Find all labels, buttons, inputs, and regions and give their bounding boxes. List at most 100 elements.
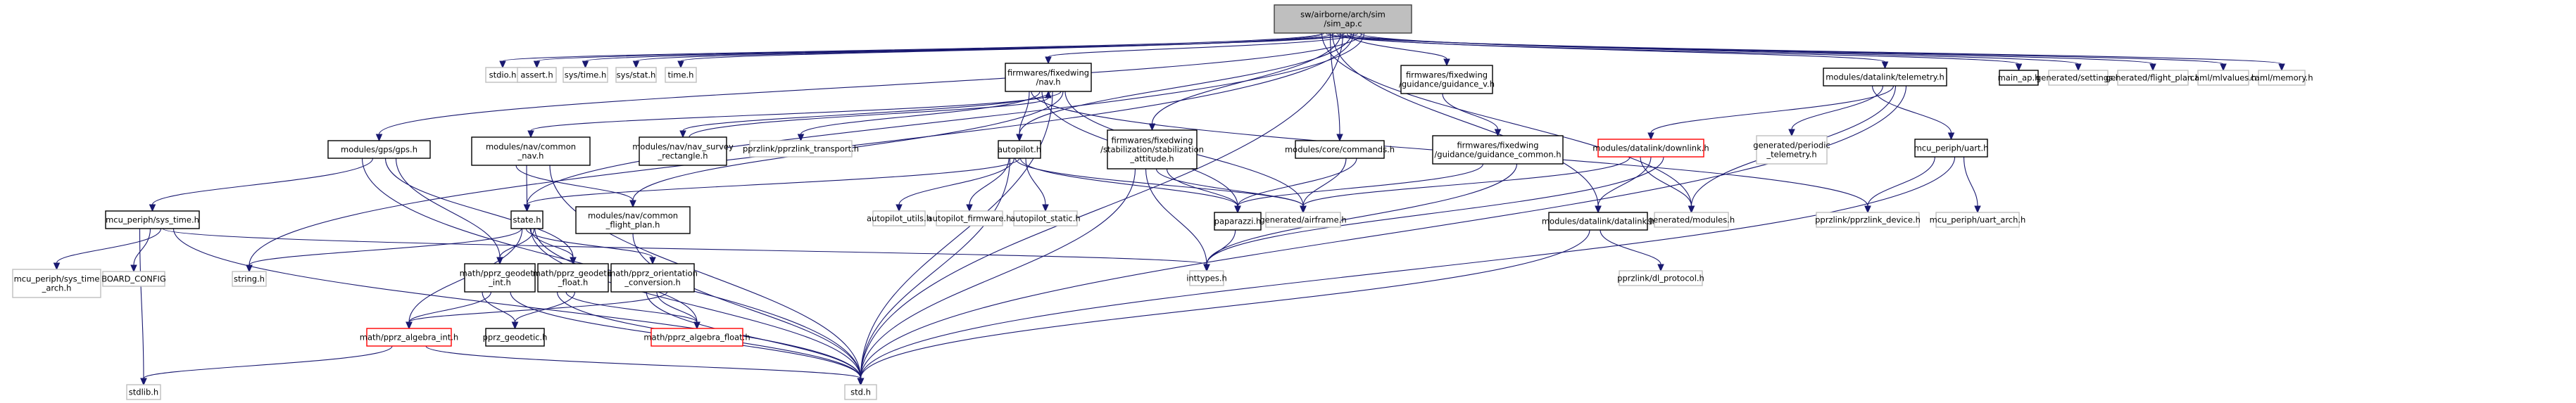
- node-algebra-float[interactable]: math/pprz_algebra_float.h: [643, 328, 750, 347]
- node-downlink[interactable]: modules/datalink/downlink.h: [1592, 139, 1709, 158]
- arrowhead-icon: [533, 60, 541, 69]
- node-label: math/pprz_algebra_int.h: [360, 333, 458, 343]
- edge-line: [1155, 168, 1304, 207]
- node-sys-time[interactable]: mcu_periph/sys_time.h: [105, 210, 200, 229]
- node-autopilot[interactable]: autopilot.h: [998, 140, 1041, 159]
- node-label: math/pprz_geodetic: [533, 269, 614, 279]
- arrowhead-icon: [966, 204, 973, 212]
- node-nav[interactable]: firmwares/fixedwing/nav.h: [1005, 63, 1092, 92]
- node-guidance-common[interactable]: firmwares/fixedwing/guidance/guidance_co…: [1432, 135, 1564, 165]
- node-geodetic-float[interactable]: math/pprz_geodetic_float.h: [533, 263, 614, 293]
- node-label: stdio.h: [489, 70, 517, 80]
- edge-line: [1338, 32, 2224, 65]
- edge-line: [549, 165, 862, 379]
- node-modules: generated/modules.h: [1648, 212, 1735, 228]
- edge-line: [1442, 93, 1499, 130]
- node-label: modules/nav/nav_survey: [632, 142, 734, 152]
- edge-line: [139, 228, 144, 379]
- edge-sim_ap-to-commands: [1329, 32, 1343, 142]
- node-label: time.h: [668, 70, 694, 80]
- node-box: [105, 210, 200, 229]
- node-stab-att[interactable]: firmwares/fixedwing/stabilization/stabil…: [1100, 129, 1204, 169]
- edge-line: [860, 32, 1344, 379]
- node-gps[interactable]: modules/gps/gps.h: [327, 140, 431, 159]
- node-label: _float.h: [558, 278, 589, 288]
- node-box: [1295, 140, 1385, 159]
- edge-line: [646, 291, 862, 379]
- node-flight-plan-common[interactable]: modules/nav/common_flight_plan.h: [575, 206, 691, 234]
- edge-sys_time-to-sys_time_arch: [53, 228, 162, 271]
- edge-downlink-to-airframe: [1300, 156, 1631, 214]
- node-datalink[interactable]: modules/datalink/datalink.h: [1542, 212, 1654, 231]
- arrowhead-icon: [896, 204, 903, 212]
- node-box: [615, 67, 657, 83]
- node-label: math/pprz_orientation: [608, 269, 698, 279]
- node-label: autopilot_utils.h: [867, 214, 931, 224]
- node-uart[interactable]: mcu_periph/uart.h: [1914, 139, 1989, 158]
- node-label: pprzlink/pprzlink_device.h: [1815, 215, 1921, 225]
- arrowhead-icon: [527, 130, 534, 139]
- edge-gps-to-geodetic_int: [395, 158, 503, 265]
- node-pprz-geodetic[interactable]: pprz_geodetic.h: [483, 328, 548, 347]
- node-survey-rect[interactable]: modules/nav/nav_survey_rectangle.h: [632, 136, 734, 166]
- node-assert: assert.h: [517, 67, 557, 83]
- edge-sim_ap-to-main_ap: [1325, 32, 2023, 72]
- node-algebra-int[interactable]: math/pprz_algebra_int.h: [360, 328, 458, 347]
- node-autopilot-utils: autopilot_utils.h: [867, 210, 931, 226]
- node-telemetry[interactable]: modules/datalink/telemetry.h: [1823, 68, 1947, 87]
- arrowhead-icon: [2015, 63, 2023, 72]
- node-common-nav[interactable]: modules/nav/common_nav.h: [471, 136, 591, 166]
- edge-line: [1329, 32, 1340, 135]
- node-main-ap[interactable]: main_ap.h: [1998, 70, 2040, 86]
- arrowhead-icon: [1688, 205, 1695, 214]
- node-label: generated/periodic: [1753, 141, 1830, 151]
- node-box: [1548, 212, 1648, 231]
- edge-line: [1206, 229, 1236, 265]
- node-flight-plan: generated/flight_plan.h: [2106, 70, 2200, 86]
- arrowhead-icon: [2149, 63, 2156, 72]
- edge-survey_rect-to-nav: [689, 90, 1052, 138]
- arrowhead-icon: [649, 257, 656, 265]
- node-box: [12, 269, 101, 298]
- edge-line: [530, 228, 862, 379]
- node-box: [610, 263, 695, 293]
- node-label: _attitude.h: [1129, 154, 1174, 164]
- node-paparazzi[interactable]: paparazzi.h: [1214, 212, 1262, 231]
- edge-commands-to-airframe: [1300, 158, 1347, 214]
- node-box: [232, 271, 267, 287]
- node-label: _arch.h: [42, 283, 72, 293]
- arrowhead-icon: [1300, 205, 1307, 214]
- edge-line: [1331, 32, 1599, 207]
- node-orientation[interactable]: math/pprz_orientation_conversion.h: [608, 263, 698, 293]
- node-commands[interactable]: modules/core/commands.h: [1285, 140, 1395, 159]
- node-board-config: BOARD_CONFIG: [101, 271, 166, 287]
- edge-line: [1145, 168, 1207, 265]
- edge-line: [425, 345, 862, 379]
- node-box: [2117, 70, 2189, 86]
- arrowhead-icon: [1443, 58, 1450, 67]
- arrowhead-icon: [511, 321, 519, 330]
- node-label: firmwares/fixedwing: [1007, 68, 1089, 78]
- edge-commands-to-paparazzi: [1234, 158, 1357, 214]
- node-geodetic-int[interactable]: math/pprz_geodetic_int.h: [460, 263, 541, 293]
- node-box: [1432, 135, 1564, 165]
- arrowhead-icon: [53, 262, 61, 271]
- node-box: [998, 140, 1041, 159]
- node-settings: generated/settings.h: [2036, 70, 2121, 86]
- node-state[interactable]: state.h: [510, 210, 544, 229]
- node-box: [1107, 129, 1198, 169]
- edge-line: [969, 158, 1010, 205]
- edge-line: [1791, 85, 1884, 130]
- edge-algebra_int-to-std: [425, 345, 865, 386]
- edge-sim_ap-to-guidance_v: [1346, 32, 1450, 67]
- edge-line: [1600, 229, 1661, 265]
- node-label: string.h: [234, 274, 265, 284]
- node-label: modules/datalink/downlink.h: [1592, 143, 1709, 153]
- arrowhead-icon: [2075, 63, 2082, 72]
- node-guidance-v[interactable]: firmwares/fixedwing/guidance/guidance_v.…: [1399, 65, 1495, 94]
- node-box: [2258, 70, 2306, 86]
- node-label: generated/flight_plan.h: [2106, 73, 2200, 83]
- node-sim-ap[interactable]: sw/airborne/arch/sim/sim_ap.c: [1274, 4, 1412, 34]
- edge-line: [133, 228, 151, 266]
